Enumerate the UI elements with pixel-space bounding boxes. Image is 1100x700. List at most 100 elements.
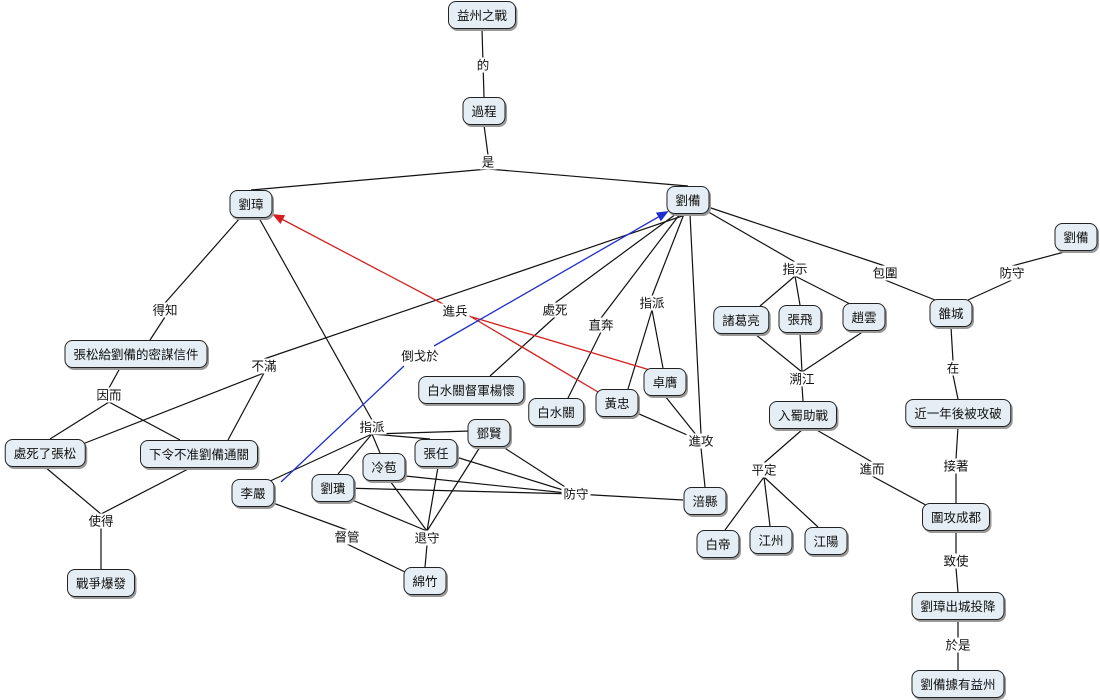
connector-line <box>1011 250 1069 267</box>
blue-link-segment <box>280 365 405 483</box>
node-jiangyang[interactable]: 江陽 <box>804 527 848 555</box>
node-process[interactable]: 過程 <box>462 97 506 125</box>
connector-line <box>794 275 851 305</box>
node-liyan[interactable]: 李嚴 <box>231 479 275 507</box>
connector-line <box>651 309 664 369</box>
connector-line <box>955 567 959 593</box>
node-zhangfei[interactable]: 張飛 <box>778 305 822 333</box>
node-mianzhu[interactable]: 綿竹 <box>403 567 447 595</box>
connector-line <box>759 275 796 307</box>
connector-line <box>424 544 428 568</box>
label-dugan: 督管 <box>332 529 362 545</box>
label-zhipai-left: 指派 <box>357 419 387 435</box>
connector-line <box>950 326 954 362</box>
connector-line <box>967 279 1013 301</box>
connector-line <box>651 213 685 297</box>
blue-arrow-to-liubei <box>433 211 669 347</box>
label-fangshou-mid: 防守 <box>561 486 591 502</box>
connector-line <box>258 217 373 421</box>
node-fuxian[interactable]: 涪縣 <box>683 487 727 515</box>
node-year-later[interactable]: 近一年後被攻破 <box>905 399 1011 427</box>
connector-line <box>250 168 489 191</box>
node-baishui[interactable]: 白水關 <box>528 398 584 426</box>
node-order-block[interactable]: 下令不准劉備通關 <box>139 440 259 468</box>
node-ruzhu[interactable]: 入蜀助戰 <box>768 401 838 429</box>
red-link-segment <box>467 314 599 393</box>
node-zhaoyun[interactable]: 趙雲 <box>842 303 886 331</box>
connector-line <box>371 433 431 440</box>
node-lingbao[interactable]: 冷苞 <box>362 453 406 481</box>
node-war[interactable]: 戰爭爆發 <box>66 569 136 597</box>
node-surrender[interactable]: 劉璋出城投降 <box>911 592 1005 620</box>
connector-line <box>79 372 265 446</box>
connector-line <box>344 496 428 532</box>
node-jiangzhou[interactable]: 江州 <box>749 526 793 554</box>
node-dengxian[interactable]: 鄧賢 <box>467 419 511 447</box>
connector-line <box>49 401 110 440</box>
connector-line <box>763 476 819 528</box>
connector-line <box>426 466 439 532</box>
node-baidi[interactable]: 白帝 <box>696 530 740 558</box>
connector-line <box>483 124 489 156</box>
red-link-segment <box>471 316 651 371</box>
node-kill-zhangsong[interactable]: 處死了張松 <box>4 439 86 467</box>
node-liuzhang[interactable]: 劉璋 <box>229 190 273 218</box>
label-yushi: 於是 <box>943 637 973 653</box>
connector-line <box>707 206 886 267</box>
connector-line <box>346 543 406 573</box>
node-liubei-defender[interactable]: 劉備 <box>1054 223 1098 251</box>
connector-line <box>884 279 936 301</box>
connector-line <box>108 367 121 389</box>
connector-line <box>724 476 765 531</box>
node-liubei-owns[interactable]: 劉備據有益州 <box>911 670 1005 698</box>
label-daogeyu: 倒戈於 <box>399 348 441 364</box>
connector-line <box>704 209 796 263</box>
connector-line <box>600 213 681 319</box>
connector-line <box>554 213 677 304</box>
label-chusi: 處死 <box>540 302 570 318</box>
label-zhishi2: 致使 <box>941 553 971 569</box>
connector-line <box>955 426 959 460</box>
label-zhiben: 直奔 <box>586 317 616 333</box>
node-liukui[interactable]: 劉璝 <box>311 474 355 502</box>
node-baishui-officer[interactable]: 白水關督軍楊懷 <box>418 376 524 404</box>
connector-line <box>371 433 381 454</box>
node-siege-chengdu[interactable]: 圍攻成都 <box>921 503 991 531</box>
label-zhipai-right: 指派 <box>637 295 667 311</box>
node-zhuoying[interactable]: 卓膺 <box>643 368 687 396</box>
label-zhishi: 指示 <box>780 261 810 277</box>
connector-line <box>627 309 653 390</box>
connector-line <box>100 467 191 515</box>
node-liubei[interactable]: 劉備 <box>666 186 710 214</box>
label-buman: 不滿 <box>249 358 279 374</box>
connector-line <box>567 331 602 399</box>
label-de: 的 <box>474 57 492 73</box>
connector-line <box>272 502 348 531</box>
label-suojiang: 溯江 <box>787 371 817 387</box>
connector-line <box>426 446 481 532</box>
label-jingong: 進攻 <box>686 433 716 449</box>
connector-line <box>267 433 373 483</box>
node-zhangren[interactable]: 張任 <box>414 439 458 467</box>
red-arrow-to-liuzhang <box>272 214 446 306</box>
label-yiner: 因而 <box>94 387 124 403</box>
connector-line <box>395 474 577 495</box>
label-shi: 是 <box>479 154 497 170</box>
connector-line <box>227 372 265 441</box>
node-yizhou-battle[interactable]: 益州之戰 <box>447 1 517 29</box>
connector-line <box>814 428 873 463</box>
label-tuishou: 退守 <box>412 530 442 546</box>
label-baowei: 包圍 <box>870 265 900 281</box>
connector-line <box>794 275 801 306</box>
node-zhangsong-letter[interactable]: 張松給劉備的密謀信件 <box>64 340 208 368</box>
connector-line <box>801 330 865 373</box>
node-luocheng[interactable]: 雒城 <box>929 299 973 327</box>
node-huangzhong[interactable]: 黃忠 <box>595 389 639 417</box>
label-jinbing: 進兵 <box>440 303 470 319</box>
connector-line <box>489 316 556 377</box>
connector-line <box>44 466 102 515</box>
node-zhuge[interactable]: 諸葛亮 <box>713 306 769 334</box>
label-fangshou-right: 防守 <box>997 265 1027 281</box>
connector-line <box>763 428 804 464</box>
connector-line <box>149 316 166 341</box>
